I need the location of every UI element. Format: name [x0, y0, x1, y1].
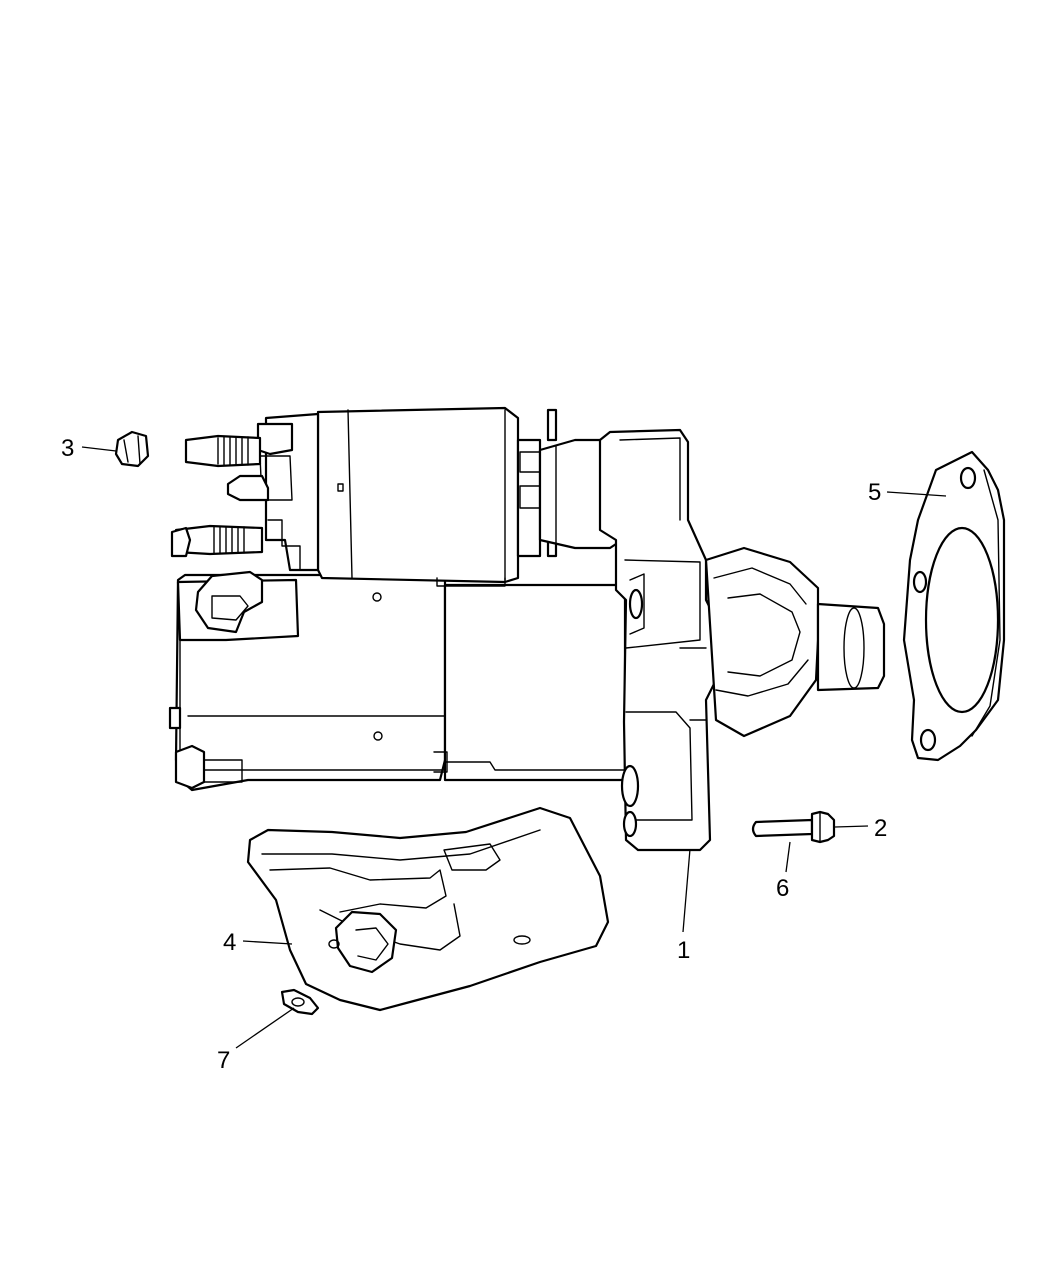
heat-shield: [246, 806, 610, 1012]
callout-4: 4: [223, 929, 236, 956]
washer: [280, 988, 320, 1016]
mounting-bolt: [751, 810, 836, 844]
leader-line-5: [886, 491, 947, 497]
callout-2: 2: [874, 815, 887, 842]
callout-6: 6: [776, 875, 789, 902]
callout-5: 5: [868, 479, 881, 506]
callout-7: 7: [217, 1047, 230, 1074]
leader-line-7: [235, 1007, 295, 1049]
starter-motor: [168, 406, 886, 852]
leader-line-4: [242, 940, 293, 945]
callout-1: 1: [677, 937, 690, 964]
leader-line-2: [834, 825, 869, 828]
leader-line-6: [785, 841, 791, 873]
terminal-nut: [114, 430, 150, 468]
mounting-plate: [902, 450, 1006, 762]
callout-3: 3: [61, 435, 74, 462]
leader-line-3: [81, 446, 117, 452]
leader-line-1: [682, 848, 691, 933]
